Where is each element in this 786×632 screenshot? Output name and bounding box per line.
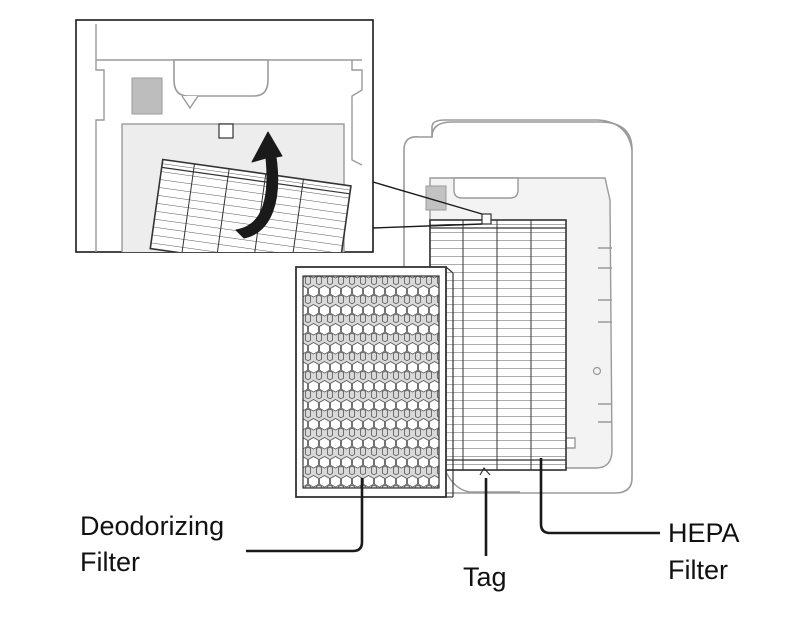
curved-up-arrow-icon (235, 131, 283, 239)
hepa-filter-label-line2: Filter (668, 555, 728, 585)
hepa-filter-label-line1: HEPA (668, 518, 740, 548)
inset-callout-line-top (372, 181, 483, 215)
deodorizing-filter-label-line2: Filter (80, 547, 140, 577)
hepa-leader-line (539, 458, 660, 535)
hepa-top-tag (481, 213, 492, 225)
inset-callout-line-bottom (372, 223, 483, 229)
hepa-filter (429, 219, 567, 471)
tag-label: Tag (463, 562, 507, 592)
deodorizing-filter (295, 266, 454, 498)
hepa-bottom-tag (479, 466, 491, 476)
zoom-inset (75, 19, 374, 253)
deodorizing-filter-label-line1: Deodorizing (80, 511, 225, 541)
deodorizing-leader-line (246, 478, 364, 553)
